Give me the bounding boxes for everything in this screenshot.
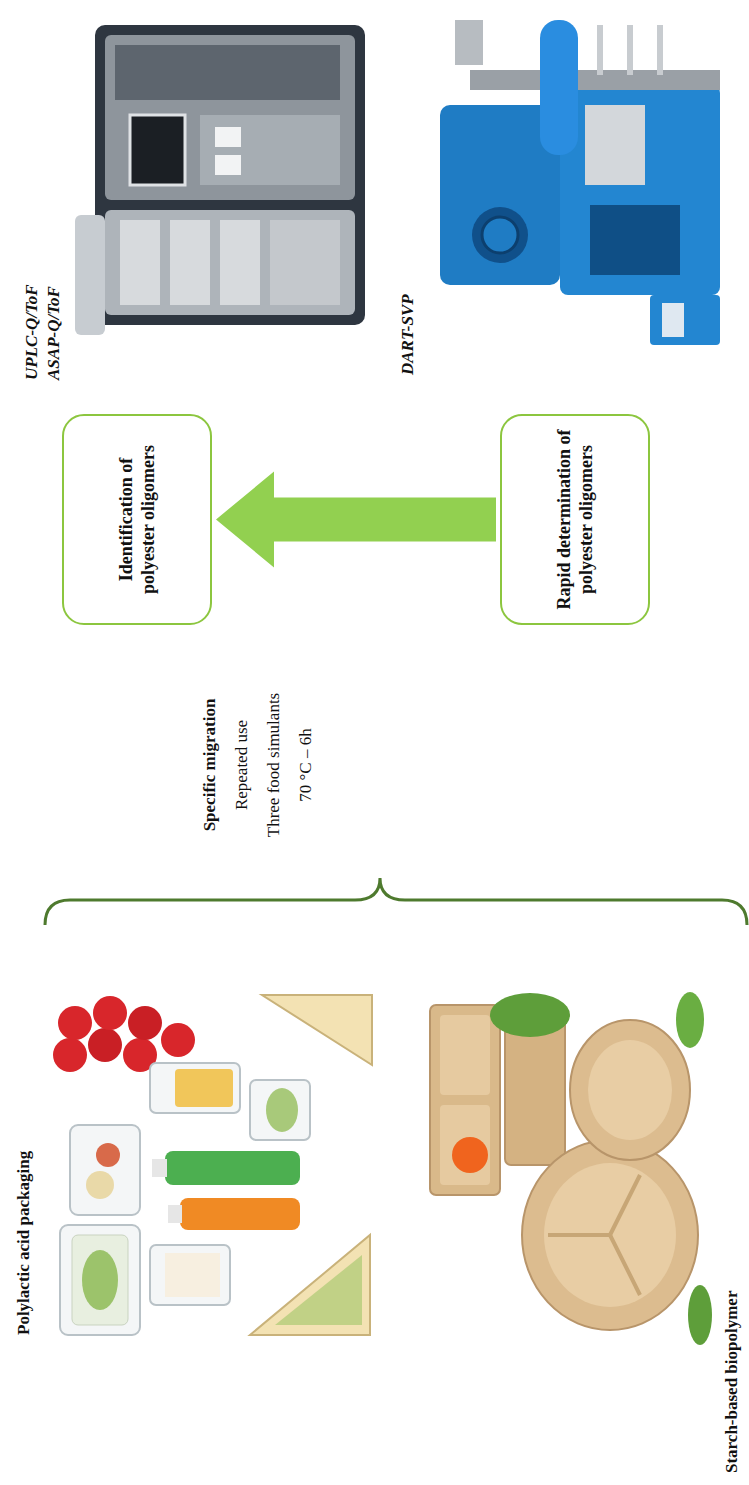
uplc-instrument-photo-part bbox=[200, 115, 340, 185]
pla-packaging-photo-part bbox=[250, 1235, 370, 1335]
pla-packaging-photo-part bbox=[168, 1205, 182, 1223]
box-text: Identification of polyester oligomers bbox=[115, 428, 160, 611]
uplc-instrument-photo-part bbox=[170, 220, 210, 305]
pla-packaging-photo-part bbox=[53, 1038, 87, 1072]
uplc-instrument-photo-part bbox=[115, 45, 340, 100]
dart-instrument-photo-part bbox=[590, 205, 680, 275]
starch-biopolymer-photo-part bbox=[570, 1020, 690, 1160]
dart-instrument-photo-part bbox=[455, 20, 483, 65]
instrument-label: DART-SVP bbox=[398, 294, 418, 375]
pla-packaging-photo-part bbox=[88, 1028, 122, 1062]
pla-packaging-photo-part bbox=[86, 1171, 114, 1199]
pla-packaging-photo-part bbox=[165, 1151, 300, 1185]
step-note: 70 °C – 6h bbox=[296, 728, 316, 801]
starch-biopolymer-photo-part bbox=[676, 992, 704, 1048]
pla-packaging-photo-part bbox=[96, 1143, 120, 1167]
starch-biopolymer-photo-part bbox=[610, 1175, 640, 1235]
uplc-instrument-photo-part bbox=[215, 127, 241, 147]
uplc-instrument-photo bbox=[75, 25, 365, 335]
starch-biopolymer-photo-part bbox=[548, 1233, 610, 1237]
dart-instrument-photo-part bbox=[597, 25, 603, 75]
pla-packaging-photo-part bbox=[93, 996, 127, 1030]
step-note: Three food simulants bbox=[264, 693, 284, 837]
pla-packaging-photo-part bbox=[250, 1080, 310, 1140]
dart-instrument-photo-part bbox=[470, 70, 720, 90]
dart-instrument-photo-part bbox=[627, 25, 633, 75]
starch-biopolymer-photo-part bbox=[610, 1235, 640, 1295]
starch-biopolymer-photo-part bbox=[440, 1015, 490, 1095]
starch-biopolymer-photo-part bbox=[522, 1140, 698, 1330]
process-box: Identification of polyester oligomers bbox=[62, 414, 212, 625]
pla-packaging-photo-part bbox=[128, 1006, 162, 1040]
pla-packaging-photo-part bbox=[150, 1063, 240, 1113]
process-box: Rapid determination of polyester oligome… bbox=[500, 414, 650, 625]
pla-packaging-photo-part bbox=[180, 1198, 300, 1230]
dart-instrument-photo-part bbox=[560, 85, 720, 295]
starch-biopolymer-photo-part bbox=[490, 993, 570, 1037]
uplc-instrument-photo-part bbox=[105, 35, 355, 200]
dart-instrument-photo-part bbox=[650, 295, 720, 345]
step-note: Repeated use bbox=[232, 720, 252, 810]
uplc-instrument-photo-part bbox=[130, 115, 185, 185]
pla-packaging-photo-part bbox=[165, 1253, 220, 1297]
uplc-instrument-photo-part bbox=[220, 220, 260, 305]
pla-packaging-photo-part bbox=[161, 1023, 195, 1057]
dart-instrument-photo-part bbox=[657, 25, 663, 75]
starch-biopolymer-photo-part bbox=[544, 1163, 676, 1307]
dart-instrument-photo-part bbox=[540, 20, 578, 155]
pla-packaging-photo-part bbox=[175, 1069, 233, 1107]
pla-packaging-photo bbox=[53, 995, 372, 1335]
pla-packaging-photo-part bbox=[262, 995, 372, 1065]
starch-biopolymer-photo-part bbox=[452, 1137, 488, 1173]
pla-packaging-photo-part bbox=[82, 1250, 118, 1310]
grouping-brace bbox=[45, 878, 747, 925]
starch-biopolymer-photo-part bbox=[688, 1285, 712, 1345]
dart-instrument-photo-part bbox=[482, 217, 518, 253]
uplc-instrument-photo-part bbox=[95, 25, 365, 325]
pla-packaging-photo-part bbox=[70, 1125, 140, 1215]
box-text: Rapid determination of polyester oligome… bbox=[553, 428, 598, 611]
block-arrow bbox=[216, 472, 496, 568]
uplc-instrument-photo-part bbox=[215, 155, 241, 175]
dart-instrument-photo bbox=[440, 20, 720, 345]
pla-packaging-photo-part bbox=[266, 1088, 298, 1132]
uplc-instrument-photo-part bbox=[120, 220, 160, 305]
instrument-label: ASAP-Q/ToF bbox=[44, 286, 64, 380]
instrument-label: UPLC-Q/ToF bbox=[22, 284, 42, 380]
pla-packaging-photo-part bbox=[60, 1225, 140, 1335]
starch-biopolymer-photo bbox=[430, 992, 712, 1345]
step-heading: Specific migration bbox=[200, 699, 220, 832]
pla-packaging-photo-part bbox=[150, 1245, 230, 1305]
starch-biopolymer-photo-part bbox=[588, 1040, 672, 1140]
uplc-instrument-photo-part bbox=[270, 220, 340, 305]
dart-instrument-photo-part bbox=[585, 105, 645, 185]
uplc-instrument-photo-part bbox=[105, 210, 355, 315]
pla-packaging-photo-part bbox=[58, 1006, 92, 1040]
dart-instrument-photo-part bbox=[662, 303, 684, 337]
image-caption: Starch-based biopolymer bbox=[722, 1291, 742, 1473]
image-caption: Polylactic acid packaging bbox=[14, 1151, 34, 1335]
pla-packaging-photo-part bbox=[275, 1255, 362, 1325]
starch-biopolymer-photo-part bbox=[440, 1105, 490, 1185]
pla-packaging-photo-part bbox=[152, 1159, 167, 1177]
dart-instrument-photo-part bbox=[472, 207, 528, 263]
starch-biopolymer-photo-part bbox=[430, 1005, 500, 1195]
uplc-instrument-photo-part bbox=[75, 215, 105, 335]
pla-packaging-photo-part bbox=[72, 1235, 128, 1325]
